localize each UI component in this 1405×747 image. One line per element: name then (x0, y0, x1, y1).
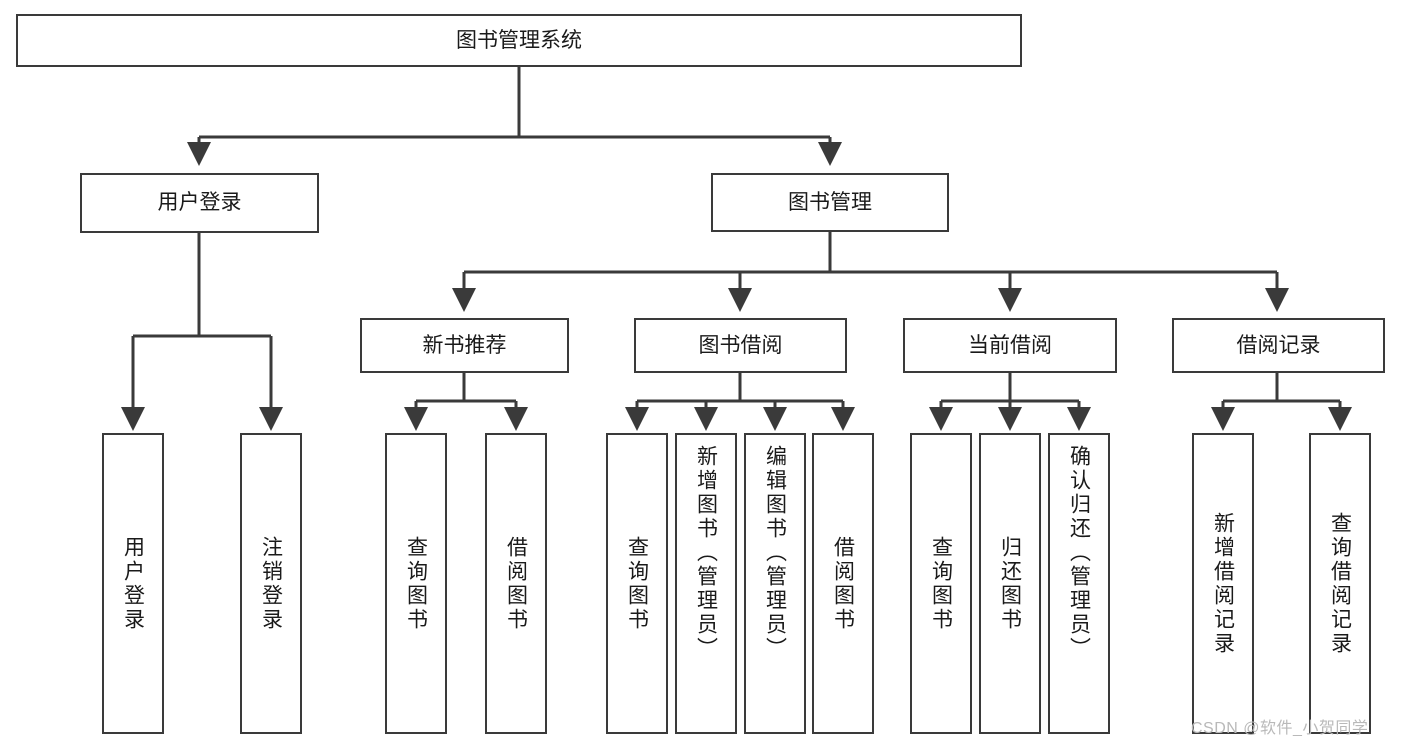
leaf-add-borrow-record[interactable]: 新增借阅记录 (1192, 433, 1254, 734)
node-label: 编辑图书（管理员） (763, 445, 787, 661)
leaf-query-book-borrow[interactable]: 查询图书 (606, 433, 668, 734)
node-label: 用户登录 (157, 191, 242, 215)
node-label: 查询图书 (404, 535, 428, 632)
node-current-borrow[interactable]: 当前借阅 (903, 318, 1117, 373)
node-label: 注销登录 (259, 535, 283, 632)
node-label: 查询图书 (929, 535, 953, 632)
node-label: 用户登录 (121, 535, 145, 632)
node-borrow-record[interactable]: 借阅记录 (1172, 318, 1385, 373)
watermark-text: CSDN @软件_小贺同学 (1191, 720, 1369, 737)
leaf-confirm-return-admin[interactable]: 确认归还（管理员） (1048, 433, 1110, 734)
leaf-return-book[interactable]: 归还图书 (979, 433, 1041, 734)
node-label: 图书管理系统 (456, 28, 582, 52)
leaf-borrow-book[interactable]: 借阅图书 (812, 433, 874, 734)
node-label: 查询借阅记录 (1328, 511, 1352, 656)
leaf-user-login[interactable]: 用户登录 (102, 433, 164, 734)
node-new-book-recommend[interactable]: 新书推荐 (360, 318, 569, 373)
leaf-add-book-admin[interactable]: 新增图书（管理员） (675, 433, 737, 734)
node-root-system[interactable]: 图书管理系统 (16, 14, 1022, 67)
node-label: 图书借阅 (698, 333, 783, 357)
node-label: 确认归还（管理员） (1067, 445, 1091, 661)
leaf-logout-login[interactable]: 注销登录 (240, 433, 302, 734)
leaf-query-book-recommend[interactable]: 查询图书 (385, 433, 447, 734)
node-label: 借阅记录 (1236, 333, 1321, 357)
leaf-edit-book-admin[interactable]: 编辑图书（管理员） (744, 433, 806, 734)
node-label: 新增图书（管理员） (694, 445, 718, 661)
leaf-query-book-current[interactable]: 查询图书 (910, 433, 972, 734)
node-book-borrow[interactable]: 图书借阅 (634, 318, 847, 373)
node-user-login[interactable]: 用户登录 (80, 173, 319, 233)
node-label: 借阅图书 (831, 535, 855, 632)
node-label: 借阅图书 (504, 535, 528, 632)
node-label: 查询图书 (625, 535, 649, 632)
node-label: 新书推荐 (422, 333, 507, 357)
node-label: 归还图书 (998, 535, 1022, 632)
node-label: 当前借阅 (968, 333, 1052, 357)
leaf-borrow-book-recommend[interactable]: 借阅图书 (485, 433, 547, 734)
node-book-management[interactable]: 图书管理 (711, 173, 949, 232)
node-label: 新增借阅记录 (1211, 511, 1235, 656)
leaf-query-borrow-record[interactable]: 查询借阅记录 (1309, 433, 1371, 734)
node-label: 图书管理 (788, 190, 872, 214)
